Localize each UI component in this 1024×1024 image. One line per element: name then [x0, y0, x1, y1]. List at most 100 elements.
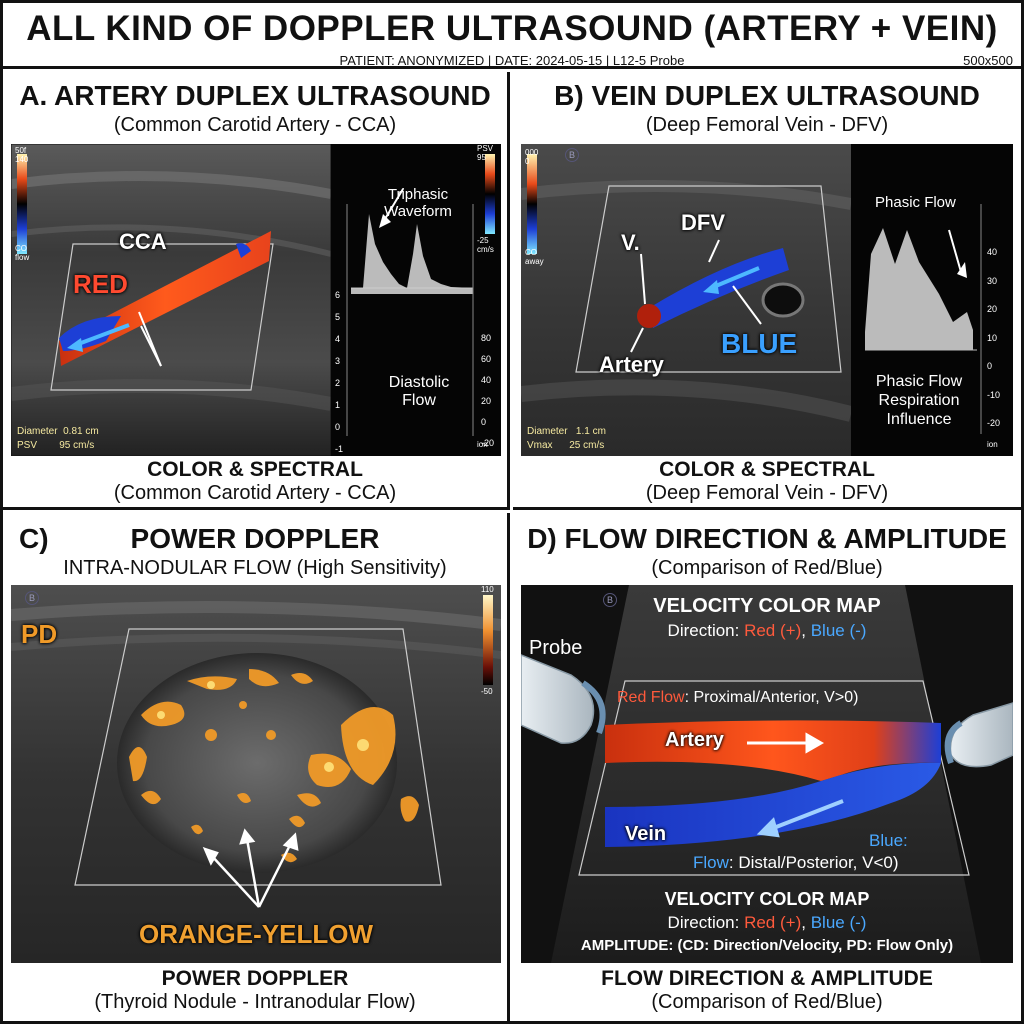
- panel-c-caption-subtitle: (Thyroid Nodule - Intranodular Flow): [94, 991, 416, 1013]
- pd-color-box: [74, 628, 442, 886]
- red-flow-word: Red Flow: [617, 689, 685, 706]
- panel-b-caption-title: COLOR & SPECTRAL: [659, 458, 875, 481]
- spectral-right-tick: -20: [481, 438, 495, 448]
- vein-color-scale: [527, 154, 537, 254]
- phasic-waveform: [865, 228, 973, 350]
- artery-color-box: [50, 243, 274, 391]
- vein-scale-bottom: CO away: [525, 248, 544, 266]
- phasic-flow-label: Phasic Flow: [875, 194, 956, 211]
- triphasic-label: Triphasic Waveform: [384, 186, 452, 220]
- vein-image-svg: [521, 144, 1013, 456]
- v-label: V.: [621, 230, 640, 255]
- direction-legend: Direction: Red (+), Blue (-): [521, 621, 1013, 641]
- vein-spectral-tick: 10: [987, 332, 998, 343]
- respiration-label: Phasic Flow Respiration Influence: [875, 373, 963, 428]
- artery-red-dot: [637, 304, 661, 328]
- panel-b-caption-subtitle: (Deep Femoral Vein - DFV): [645, 482, 889, 504]
- panel-a-title: A. ARTERY DUPLEX ULTRASOUND: [19, 80, 491, 111]
- spectral-left-tick: 4: [335, 334, 341, 344]
- panel-c-caption-title: POWER DOPPLER: [161, 967, 349, 990]
- velocity-map-title-2: VELOCITY COLOR MAP: [664, 889, 870, 909]
- vein-flow-label: Vein: [625, 823, 667, 845]
- blue-word-label: Blue:: [869, 831, 908, 850]
- velocity-map-title: VELOCITY COLOR MAP: [653, 595, 881, 617]
- amplitude-note: AMPLITUDE: (CD: Direction/Velocity, PD: …: [580, 937, 954, 954]
- spectral-left-tick: 2: [335, 378, 341, 388]
- panel-a-caption-title: COLOR & SPECTRAL: [147, 458, 363, 481]
- blue-flow-desc: : Distal/Posterior, V<0): [728, 853, 899, 872]
- panel-vein-duplex: B) VEIN DUPLEX ULTRASOUND (Deep Femoral …: [513, 72, 1021, 510]
- blue-flow-description: Flow: Distal/Posterior, V<0): [693, 853, 899, 873]
- orange-yellow-label: ORANGE-YELLOW: [139, 919, 373, 949]
- panel-d-title: D) FLOW DIRECTION & AMPLITUDE: [527, 523, 1007, 554]
- triphasic-waveform: [351, 214, 473, 294]
- vein-spectral-tick: 20: [987, 304, 998, 314]
- flow-map-svg: [521, 585, 1013, 963]
- panel-d-caption-subtitle: (Comparison of Red/Blue): [651, 991, 883, 1013]
- vein-direction-arrow: [756, 799, 844, 838]
- flow-map-image: B VELOCITY COLOR MAP Direction: Red (+),…: [521, 585, 1013, 963]
- vein-ultrasound-image: 000 0 CO away B DFV V. Artery BLUE Phasi…: [521, 144, 1013, 456]
- red-plus-legend: Red (+): [744, 621, 802, 640]
- cca-label: CCA: [119, 229, 167, 254]
- flow-map-tissue: [551, 585, 981, 963]
- vein-spectral-tick: -10: [987, 389, 1001, 400]
- spectral-left-tick: 3: [335, 356, 341, 366]
- header: ALL KIND OF DOPPLER ULTRASOUND (ARTERY +…: [3, 3, 1021, 69]
- red-flow-description: Red Flow: Proximal/Anterior, V>0): [617, 689, 858, 707]
- direction-prefix: Direction:: [667, 621, 745, 640]
- artery-scale-top: 50f 140: [15, 146, 29, 164]
- patient-meta: PATIENT: ANONYMIZED | DATE: 2024-05-15 |…: [339, 53, 685, 68]
- thyroid-mode-badge: B: [25, 591, 39, 605]
- spectral-right-tick: 0: [481, 417, 487, 427]
- vein-spectral-tick: 0: [987, 361, 993, 371]
- panel-b-subtitle: (Deep Femoral Vein - DFV): [645, 114, 889, 136]
- red-plus-legend-2: Red (+): [744, 913, 802, 932]
- panel-c-subtitle: INTRA-NODULAR FLOW (High Sensitivity): [63, 557, 447, 579]
- artery-label: Artery: [599, 352, 664, 377]
- artery-ultrasound-image: 50f 140 CO flow CCA RED Triphasic Wavefo…: [11, 144, 501, 456]
- panel-d-subtitle: (Comparison of Red/Blue): [651, 557, 883, 579]
- red-artery-flow: [605, 720, 941, 781]
- vein-spectral-tick: 30: [987, 275, 998, 286]
- spectral-left-tick: 1: [335, 400, 341, 410]
- vein-spectral-tick: 40: [987, 247, 998, 257]
- spectral-right-tick: 40: [481, 375, 492, 385]
- panel-a-caption-subtitle: (Common Carotid Artery - CCA): [113, 482, 397, 504]
- probe-label: Probe: [529, 637, 583, 659]
- panel-b-title: B) VEIN DUPLEX ULTRASOUND: [554, 80, 980, 111]
- panel-d-caption-title: FLOW DIRECTION & AMPLITUDE: [601, 967, 933, 990]
- pd-scale-bottom: -50: [481, 687, 493, 696]
- artery-flow-arrow: [72, 323, 130, 348]
- probe-right: [944, 702, 1013, 768]
- vein-color-box: [575, 185, 842, 373]
- artery-scale-bottom: CO flow: [15, 244, 30, 262]
- pd-scale-top: 110: [481, 585, 494, 594]
- vein-diameter-readout: Diameter 1.1 cm: [527, 426, 606, 437]
- page-title: ALL KIND OF DOPPLER ULTRASOUND (ARTERY +…: [26, 9, 998, 48]
- pd-color-scale: [483, 595, 493, 685]
- vein-spectral-axis: 40 30 20 10 0 -10 -20: [987, 238, 1000, 438]
- panel-c-title: POWER DOPPLER: [130, 523, 380, 554]
- spectral-left-tick: -1: [335, 444, 344, 454]
- vein-spectral-tick: -20: [987, 418, 1001, 428]
- flow-mode-badge: B: [603, 593, 617, 607]
- cca-pointer: [140, 325, 162, 367]
- spectral-left-tick: 5: [335, 312, 341, 322]
- psv-scale-tag: PSV 95: [477, 144, 494, 162]
- thyroid-nodule: [117, 653, 397, 873]
- vein-flow-arrow: [710, 266, 760, 290]
- blue-minus-legend: Blue (-): [810, 621, 867, 640]
- spectral-right-tick: 60: [481, 354, 492, 364]
- panel-a-subtitle: (Common Carotid Artery - CCA): [113, 114, 397, 136]
- vein-vmax-readout: Vmax 25 cm/s: [527, 440, 605, 451]
- blue-vein-flow: [605, 762, 941, 847]
- image-size-tag: 500x500: [963, 53, 1013, 68]
- panel-c-letter: C): [19, 523, 49, 554]
- blue-flow-word: Flow: [693, 853, 729, 872]
- spectral-right-tick: 80: [481, 333, 492, 343]
- artery-psv-readout: PSV 95 cm/s: [17, 440, 95, 451]
